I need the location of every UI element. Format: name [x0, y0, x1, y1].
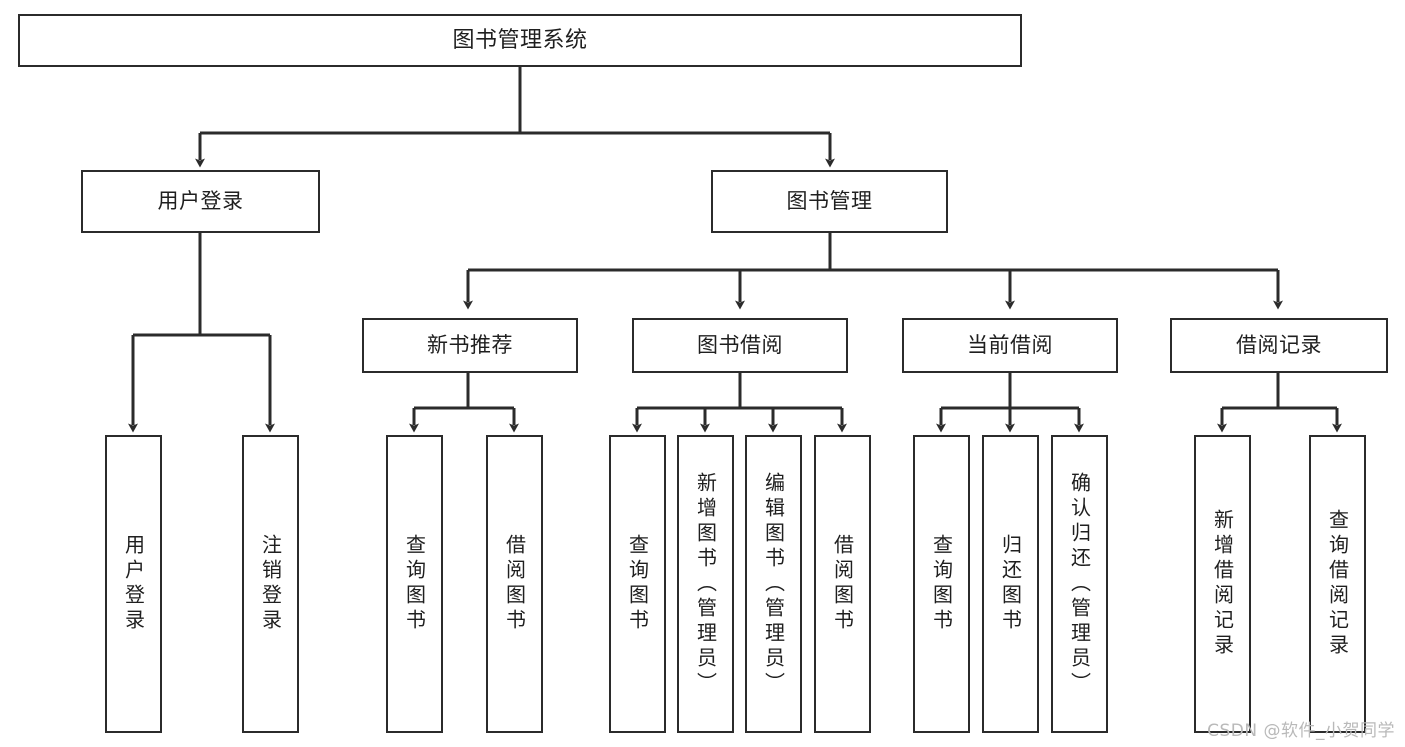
csdn-watermark: CSDN @软件_小贺同学	[1207, 721, 1395, 741]
node-label: 借阅记录	[1236, 333, 1322, 358]
node-label: 查询图书	[625, 534, 650, 634]
node-leaf-add-book-admin[interactable]: 新增图书（管理员）	[677, 435, 734, 733]
node-label: 归还图书	[998, 534, 1023, 634]
node-label: 新增借阅记录	[1210, 509, 1235, 659]
node-label: 借阅图书	[830, 534, 855, 634]
node-label: 图书管理系统	[452, 27, 588, 53]
node-label: 查询图书	[929, 534, 954, 634]
node-new-book-recommendation[interactable]: 新书推荐	[362, 318, 578, 373]
node-leaf-query-books-borrow[interactable]: 查询图书	[609, 435, 666, 733]
node-label: 新增图书（管理员）	[693, 471, 718, 697]
node-user-login[interactable]: 用户登录	[81, 170, 320, 233]
node-leaf-borrow-books[interactable]: 借阅图书	[814, 435, 871, 733]
node-leaf-query-borrow-record[interactable]: 查询借阅记录	[1309, 435, 1366, 733]
node-label: 用户登录	[157, 189, 244, 214]
node-root-book-management-system[interactable]: 图书管理系统	[18, 14, 1022, 67]
node-label: 确认归还（管理员）	[1067, 471, 1092, 697]
node-label: 查询图书	[402, 534, 427, 634]
node-leaf-query-books-current[interactable]: 查询图书	[913, 435, 970, 733]
node-current-borrowing[interactable]: 当前借阅	[902, 318, 1118, 373]
node-label: 用户登录	[121, 534, 146, 634]
node-leaf-confirm-return-admin[interactable]: 确认归还（管理员）	[1051, 435, 1108, 733]
node-book-borrowing[interactable]: 图书借阅	[632, 318, 848, 373]
node-label: 编辑图书（管理员）	[761, 471, 786, 697]
node-borrow-records[interactable]: 借阅记录	[1170, 318, 1388, 373]
node-label: 图书借阅	[697, 333, 783, 358]
node-leaf-query-books-recommend[interactable]: 查询图书	[386, 435, 443, 733]
node-leaf-return-books[interactable]: 归还图书	[982, 435, 1039, 733]
node-label: 图书管理	[786, 189, 873, 214]
node-label: 新书推荐	[427, 333, 513, 358]
node-leaf-edit-book-admin[interactable]: 编辑图书（管理员）	[745, 435, 802, 733]
node-leaf-logout[interactable]: 注销登录	[242, 435, 299, 733]
node-label: 注销登录	[258, 534, 283, 634]
node-leaf-user-login[interactable]: 用户登录	[105, 435, 162, 733]
node-label: 查询借阅记录	[1325, 509, 1350, 659]
node-label: 当前借阅	[967, 333, 1053, 358]
node-leaf-add-borrow-record[interactable]: 新增借阅记录	[1194, 435, 1251, 733]
node-book-management[interactable]: 图书管理	[711, 170, 948, 233]
node-leaf-borrow-books-recommend[interactable]: 借阅图书	[486, 435, 543, 733]
node-label: 借阅图书	[502, 534, 527, 634]
